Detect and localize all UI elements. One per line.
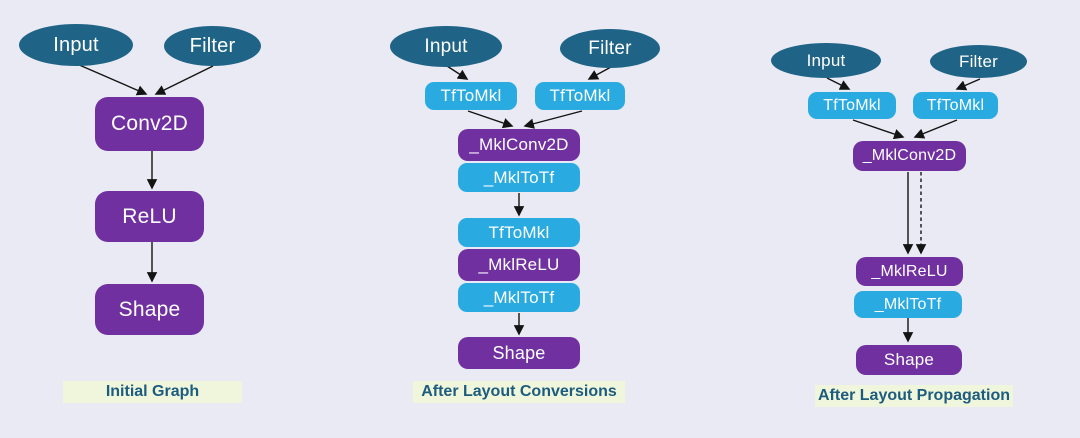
p2-node-mkltotf-1: _MklToTf <box>458 163 580 192</box>
p3-caption: After Layout Propagation <box>815 385 1013 407</box>
p1-node-relu: ReLU <box>95 191 204 242</box>
p1-node-conv2d: Conv2D <box>95 97 204 151</box>
p2-node-tftomkl-mid: TfToMkl <box>458 218 580 247</box>
edge-filter-conv2d <box>154 65 214 95</box>
p3-node-mklrelu: _MklReLU <box>856 257 963 286</box>
p3-node-shape: Shape <box>856 345 962 375</box>
p1-node-filter: Filter <box>164 26 261 66</box>
edge-tftomkl-mklconv2d-left <box>467 110 514 129</box>
p2-caption: After Layout Conversions <box>413 381 625 403</box>
edge-input-tftomkl-p3 <box>826 77 851 90</box>
p1-caption: Initial Graph <box>63 381 242 403</box>
p3-node-input: Input <box>771 43 881 78</box>
edge-filter-tftomkl-p3 <box>955 78 981 91</box>
p3-node-mkltotf: _MklToTf <box>854 291 962 318</box>
p2-node-tftomkl-left: TfToMkl <box>425 82 517 110</box>
p2-node-shape: Shape <box>458 337 580 369</box>
p2-node-filter: Filter <box>560 29 660 68</box>
p3-node-tftomkl-left: TfToMkl <box>808 92 896 119</box>
p2-node-mklconv2d: _MklConv2D <box>458 129 580 161</box>
p2-node-mkltotf-2: _MklToTf <box>458 283 580 312</box>
p3-node-mklconv2d: _MklConv2D <box>853 141 966 171</box>
edge-tftomkl-mklconv2d-left-p3 <box>852 119 905 140</box>
edge-input-tftomkl <box>446 65 469 80</box>
p3-node-tftomkl-right: TfToMkl <box>913 92 998 119</box>
p2-node-mklrelu: _MklReLU <box>458 249 580 281</box>
p1-node-shape: Shape <box>95 284 204 335</box>
edge-tftomkl-mklconv2d-right <box>523 110 583 129</box>
edge-filter-tftomkl <box>587 66 612 80</box>
p2-node-tftomkl-right: TfToMkl <box>535 82 625 110</box>
p1-node-input: Input <box>19 24 133 66</box>
edge-input-conv2d <box>76 63 148 96</box>
edge-tftomkl-mklconv2d-right-p3 <box>913 119 958 139</box>
p2-node-input: Input <box>390 26 502 67</box>
p3-node-filter: Filter <box>930 45 1027 78</box>
